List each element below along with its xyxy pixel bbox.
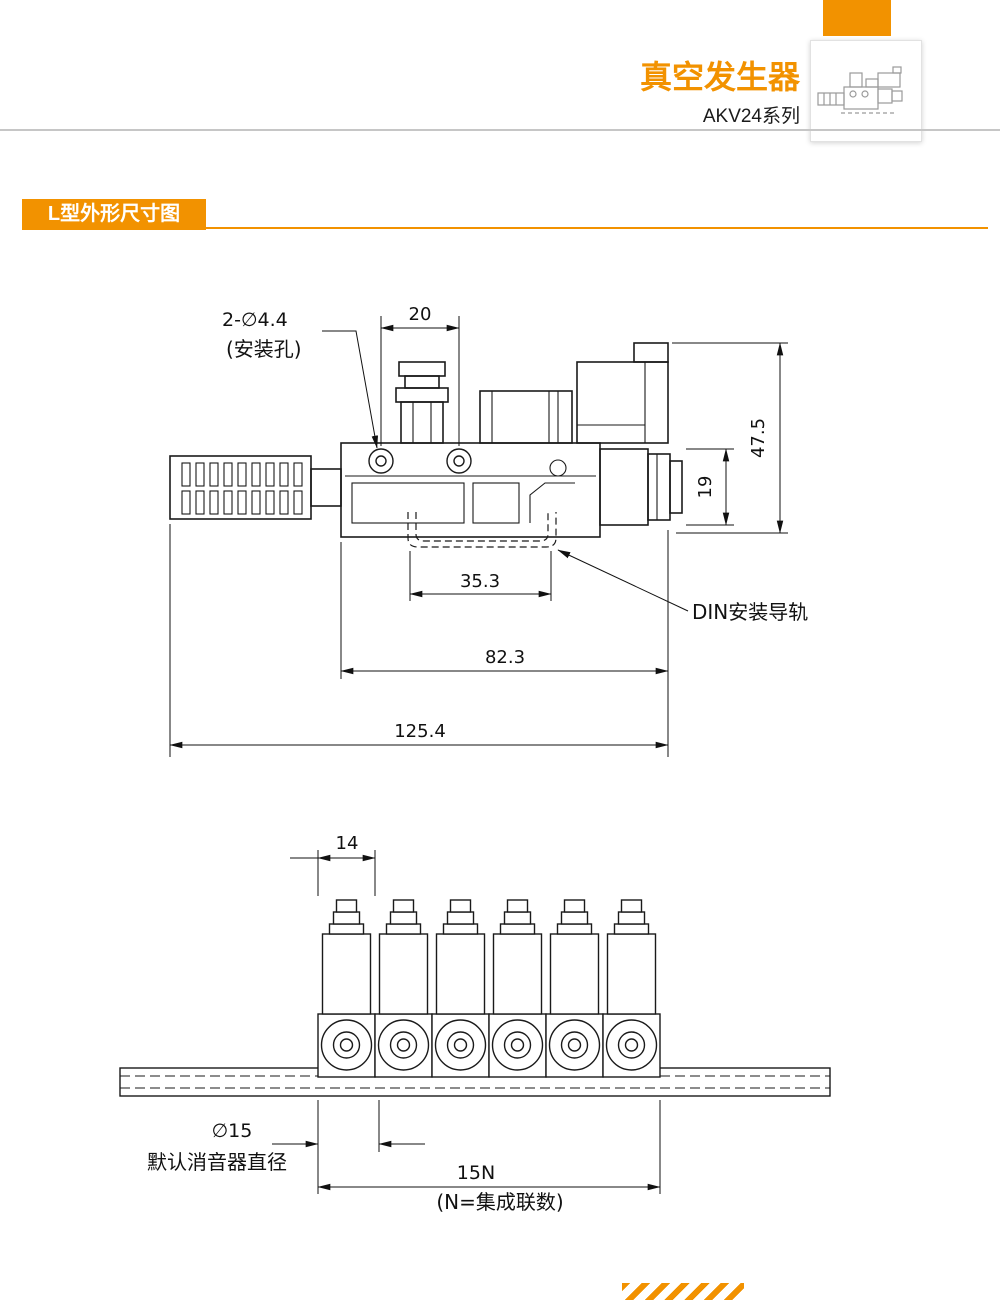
n-note-label: (N=集成联数): [436, 1190, 563, 1214]
dim-label-hole-pitch: 20: [409, 304, 432, 325]
silencer-note-label: 默认消音器直径: [147, 1150, 287, 1174]
dim-label-unit-width: 14: [336, 833, 359, 854]
dim-label-total-width: 15N: [457, 1162, 495, 1184]
product-thumbnail: [817, 66, 903, 114]
solenoid-connector: [576, 342, 669, 444]
hazard-stripes-decoration: [622, 1283, 744, 1300]
dim-unit-width: [290, 850, 376, 896]
din-rail-label: DIN安装导轨: [692, 600, 808, 624]
dim-label-port-height: 19: [695, 476, 716, 499]
dim-label-rail-width: 35.3: [460, 571, 500, 592]
front-view-drawing: [119, 899, 831, 1097]
dim-port-height: [686, 448, 734, 526]
din-rail-profile: [407, 512, 557, 548]
dim-total-length: [169, 524, 669, 757]
leader-mount-holes: [322, 330, 379, 449]
dim-label-mount-holes: 2-∅4.4: [222, 309, 288, 331]
upper-block: [479, 390, 573, 444]
series-label: AKV24系列: [702, 106, 800, 127]
side-view-dimensions: [169, 316, 788, 757]
dim-label-total-length: 125.4: [394, 721, 446, 742]
dim-label-silencer-dia: ∅15: [212, 1120, 253, 1142]
header-divider: [0, 129, 1000, 131]
dim-height: [672, 342, 788, 534]
side-view-drawing: [169, 342, 683, 548]
silencer: [169, 455, 312, 520]
dim-label-height: 47.5: [748, 418, 769, 458]
dim-rail-width: [409, 551, 552, 601]
dim-body-length: [340, 530, 669, 757]
dim-label-mount-holes-note: (安装孔): [226, 337, 302, 361]
dim-hole-pitch: [380, 316, 460, 446]
dim-total-width: [317, 1100, 661, 1194]
dim-silencer-dia: [272, 1100, 425, 1194]
side-fitting: [599, 448, 683, 526]
section-underline: [22, 227, 988, 229]
header-orange-block: [823, 0, 891, 36]
generator-units: [317, 899, 661, 1078]
top-fitting: [395, 361, 449, 444]
front-view-dimensions: [272, 850, 661, 1194]
section-badge: L型外形尺寸图: [22, 199, 206, 230]
page-title: 真空发生器: [639, 59, 800, 95]
silencer-adapter: [310, 468, 342, 507]
main-body: [340, 442, 601, 538]
dim-label-body-length: 82.3: [485, 647, 525, 668]
product-thumbnail-card: [810, 40, 922, 142]
leader-din-rail: [557, 549, 689, 612]
